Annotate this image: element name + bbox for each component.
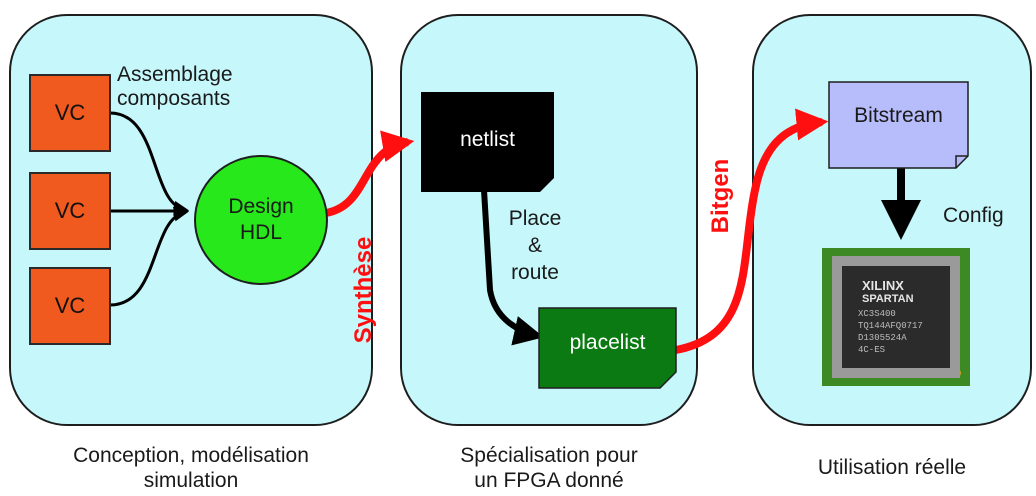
- config-label: Config: [943, 204, 1004, 227]
- vc-box: VC: [29, 172, 111, 250]
- stage-caption-usage: Utilisation réelle: [817, 456, 967, 479]
- placelist-node: [538, 307, 677, 389]
- stage-caption-fpga: Spécialisation pour un FPGA donné: [460, 444, 638, 492]
- bitstream-fold: [955, 155, 968, 168]
- assembly-label: Assemblage composants: [117, 63, 233, 110]
- netlist-node: [421, 92, 554, 192]
- place-route-arrow: [481, 189, 544, 346]
- chip-model: SPARTAN: [862, 293, 914, 305]
- chip-marking: D1305524A: [858, 333, 907, 343]
- placelist-label: placelist: [569, 331, 646, 354]
- stage-caption-conception: Conception, modélisation simulation: [73, 444, 309, 492]
- bitstream-label: Bitstream: [854, 104, 943, 127]
- fpga-chip-photo: XILINX SPARTAN XC3S400 TQ144AFQ0717 D130…: [822, 248, 970, 386]
- design-hdl-node: Design HDL: [194, 155, 328, 285]
- vc-box: VC: [29, 267, 111, 345]
- bitstream-node: [828, 81, 969, 169]
- synthesis-arrow: [325, 130, 415, 217]
- vc-box: VC: [29, 74, 111, 152]
- bitgen-label: Bitgen: [707, 158, 734, 234]
- vc3-to-design-arrow: [109, 206, 189, 307]
- chip-graphic: [822, 248, 970, 386]
- chip-marking: XC3S400: [858, 309, 896, 319]
- netlist-label: netlist: [460, 128, 515, 151]
- bitgen-arrow: [675, 108, 829, 354]
- chip-marking: 4C-ES: [858, 345, 886, 355]
- place-route-label: Place & route: [508, 207, 562, 284]
- chip-marking: TQ144AFQ0717: [858, 321, 923, 331]
- chip-brand: XILINX: [862, 278, 904, 293]
